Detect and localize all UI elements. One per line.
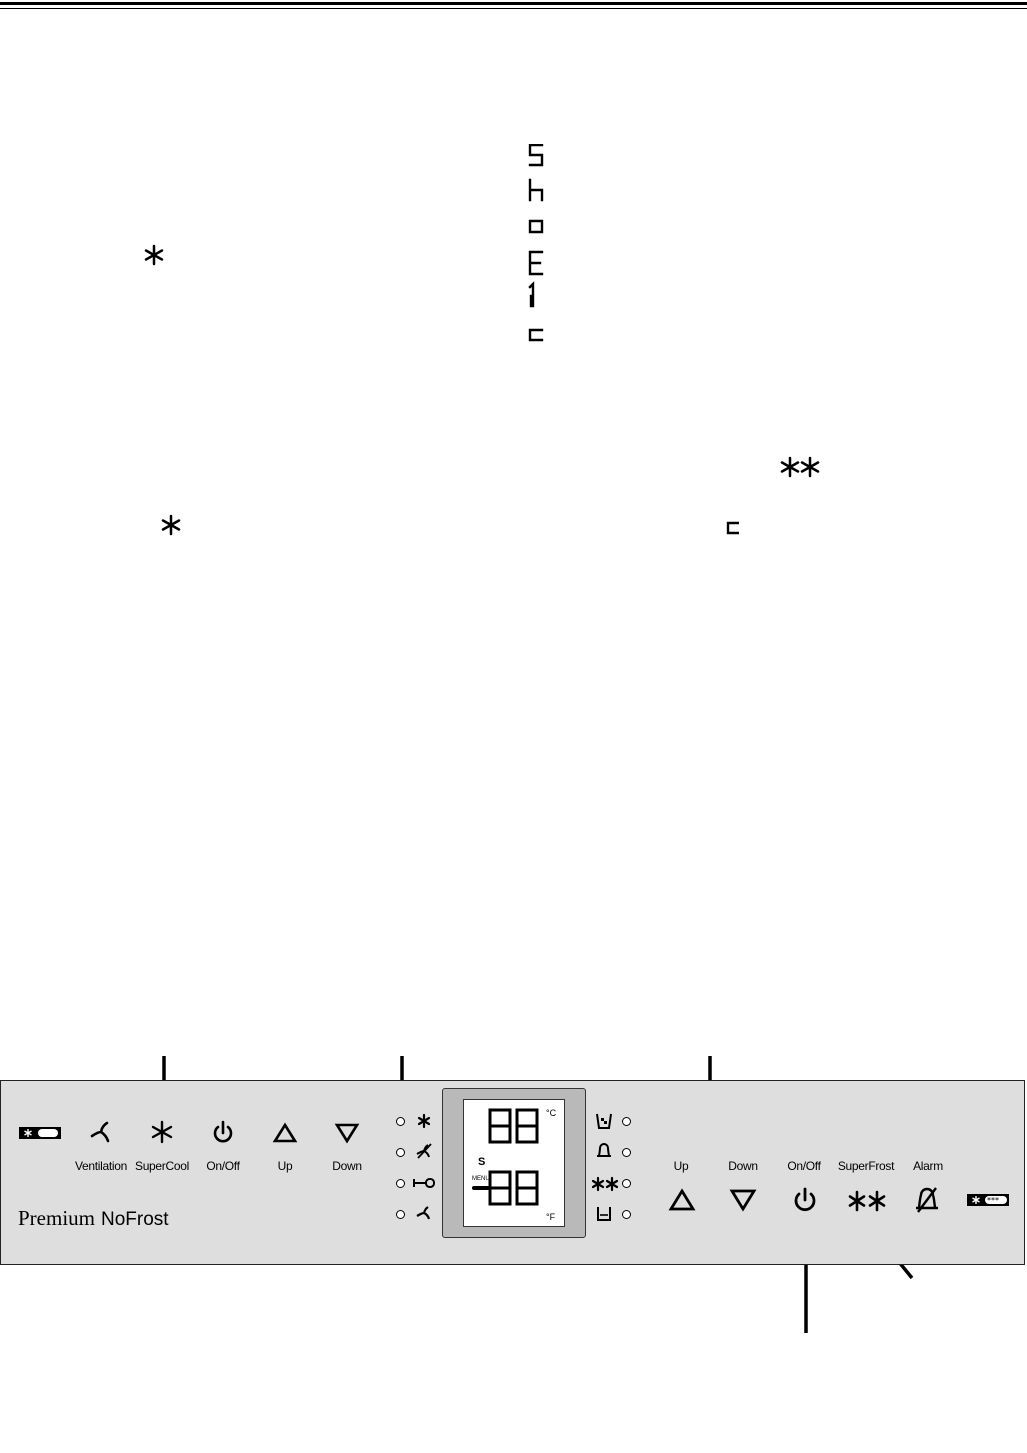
brand-logo: Premium NoFrost xyxy=(18,1206,169,1231)
lcd-menu-label: MENU xyxy=(472,1176,490,1182)
up-label-left: Up xyxy=(277,1159,293,1173)
fan-off-icon xyxy=(416,1143,432,1159)
seg-c-icon xyxy=(528,328,544,342)
down-triangle-icon[interactable] xyxy=(729,1188,757,1212)
double-snowflake-icon xyxy=(780,456,820,478)
unit-celsius: °C xyxy=(546,1108,557,1118)
lcd-digits-bottom xyxy=(488,1170,539,1206)
lcd-s-label: S xyxy=(478,1156,486,1168)
freezer-compartment-icon: *** xyxy=(967,1194,1009,1206)
fan-icon[interactable] xyxy=(88,1120,114,1144)
led-water xyxy=(622,1210,631,1219)
seg-S-icon xyxy=(528,144,544,167)
down-triangle-icon[interactable] xyxy=(334,1122,360,1144)
led-ventilation xyxy=(396,1210,405,1219)
snowflake-icon xyxy=(144,244,164,266)
lcd-digits-top xyxy=(488,1108,539,1144)
brand-subname: NoFrost xyxy=(101,1209,169,1230)
snowflake-icon xyxy=(161,514,181,536)
brand-name: Premium xyxy=(18,1206,95,1230)
double-snowflake-icon xyxy=(591,1176,619,1192)
onoff-label-left: On/Off xyxy=(206,1159,240,1173)
seg-c-icon xyxy=(726,521,739,535)
segment-glyph-column xyxy=(528,144,544,342)
lcd-minus-sign xyxy=(472,1186,490,1190)
ventilation-label: Ventilation xyxy=(74,1159,128,1173)
led-superfrost xyxy=(622,1179,631,1188)
water-container-icon xyxy=(597,1207,611,1221)
display-frame: °C °F S MENU xyxy=(442,1088,586,1238)
onoff-label-right: On/Off xyxy=(787,1159,821,1173)
key-icon xyxy=(413,1178,435,1188)
up-label-right: Up xyxy=(673,1159,689,1173)
double-snowflake-icon[interactable] xyxy=(848,1190,886,1212)
led-icemaker xyxy=(622,1117,631,1126)
down-label-right: Down xyxy=(728,1159,758,1173)
power-icon[interactable] xyxy=(792,1186,818,1214)
led-key xyxy=(396,1179,405,1188)
ice-bucket-icon xyxy=(596,1113,612,1129)
down-label-left: Down xyxy=(332,1159,362,1173)
supercool-label: SuperCool xyxy=(134,1159,189,1173)
led-fan-off xyxy=(396,1148,405,1157)
superfrost-label: SuperFrost xyxy=(837,1159,895,1173)
led-alarm xyxy=(622,1148,631,1157)
header-rule-thin xyxy=(0,8,1027,9)
fridge-compartment-icon xyxy=(19,1127,61,1139)
seg-o-icon xyxy=(528,219,544,234)
snowflake-icon xyxy=(417,1113,431,1129)
unit-fahrenheit: °F xyxy=(546,1212,556,1222)
seg-h-icon xyxy=(528,178,544,202)
up-triangle-icon[interactable] xyxy=(272,1122,298,1144)
led-supercool xyxy=(396,1117,405,1126)
fan-icon xyxy=(416,1206,431,1220)
alarm-mute-icon[interactable] xyxy=(914,1186,940,1214)
header-rule-thick xyxy=(0,2,1027,5)
bell-icon xyxy=(597,1143,611,1157)
alarm-label: Alarm xyxy=(913,1159,943,1173)
snowflake-icon[interactable] xyxy=(150,1120,174,1144)
power-icon[interactable] xyxy=(211,1120,235,1146)
up-triangle-icon[interactable] xyxy=(668,1188,696,1212)
seg-E-icon xyxy=(528,250,544,276)
seg-1-icon xyxy=(528,281,535,308)
lcd-screen: °C °F S MENU xyxy=(463,1099,565,1227)
svg-text:***: *** xyxy=(987,1196,999,1205)
